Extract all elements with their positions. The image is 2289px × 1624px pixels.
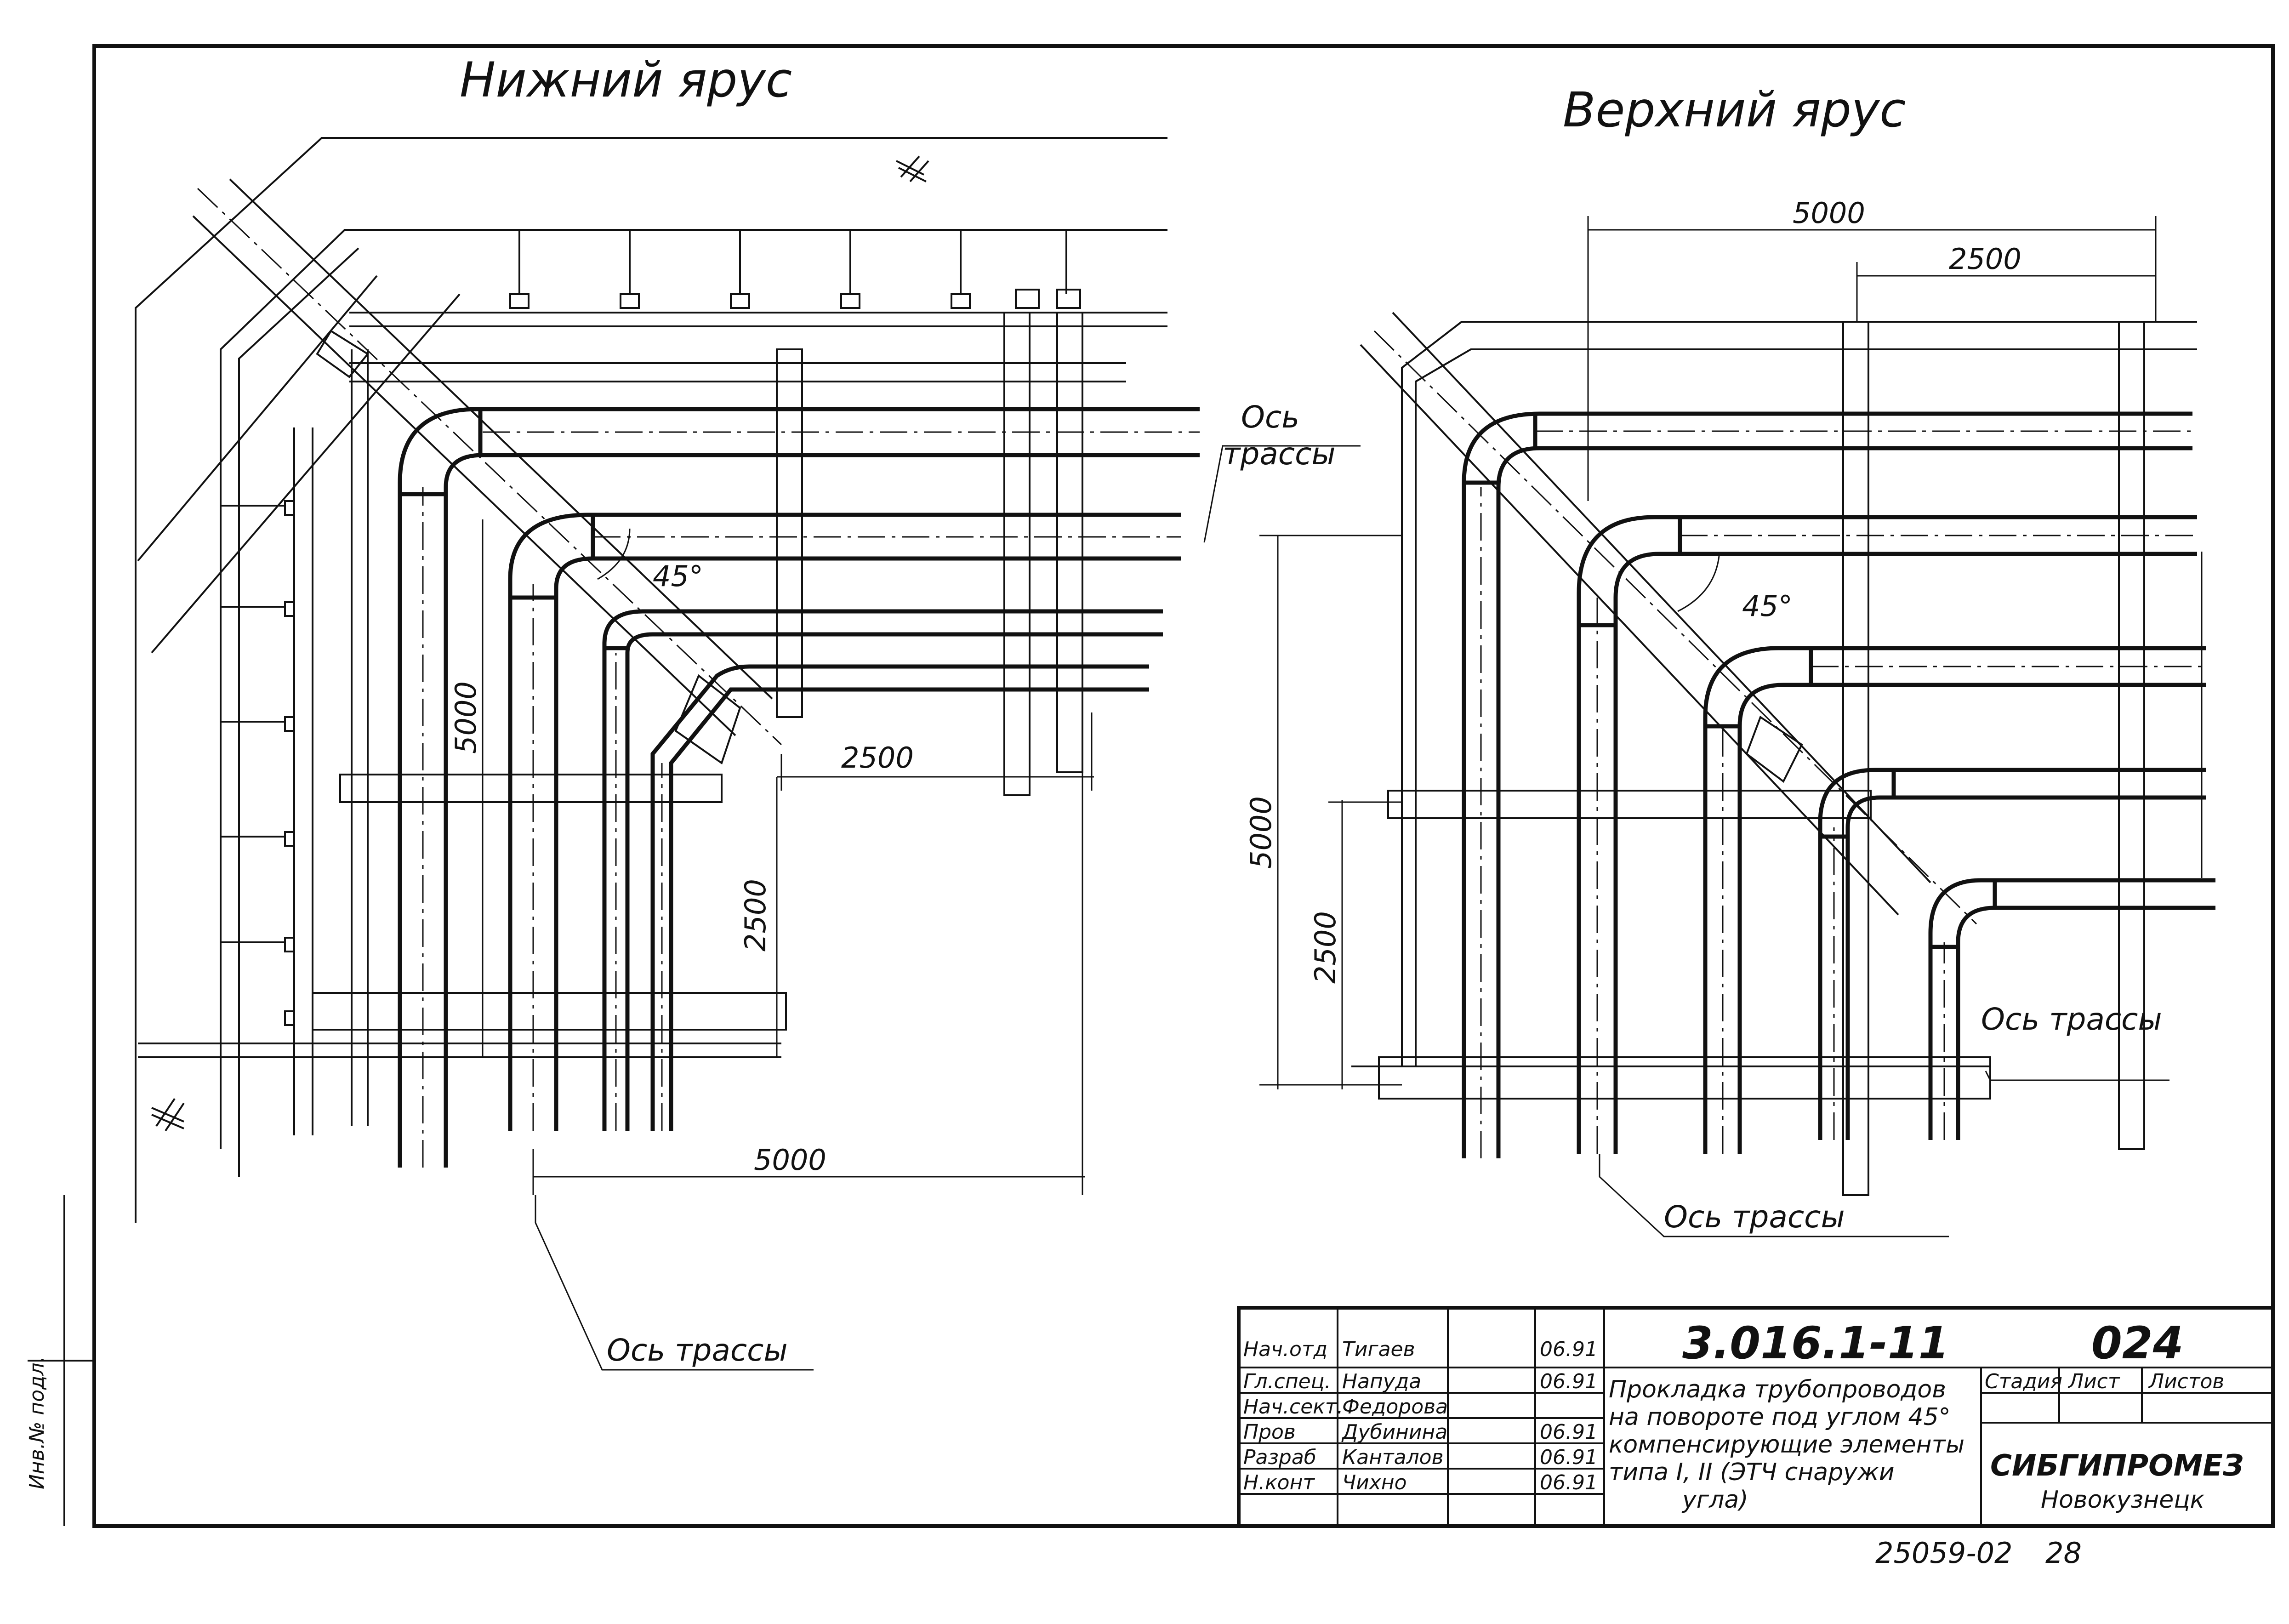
upper-dim-2500-h: 2500	[1949, 242, 2021, 276]
description-line-1: на повороте под углом 45°	[1609, 1403, 1951, 1431]
description-line-0: Прокладка трубопроводов	[1609, 1376, 1946, 1403]
lower-tier-title: Нижний ярус	[460, 52, 792, 108]
lower-dim-5000-v: 5000	[449, 681, 483, 754]
upper-dim-2500-v: 2500	[1309, 911, 1342, 984]
lower-route-axis-label-line1: Ось	[1241, 399, 1299, 435]
title-block-roles: Нач.отд Гл.спец. Нач.сект. Пров Разраб Н…	[1243, 1338, 1344, 1494]
lower-dim-2500-v: 2500	[739, 879, 772, 952]
date-4: 06.91	[1540, 1446, 1598, 1469]
role-4: Разраб	[1243, 1446, 1316, 1469]
title-block-description: Прокладка трубопроводов на повороте под …	[1609, 1376, 1964, 1514]
role-0: Нач.отд	[1243, 1338, 1327, 1361]
drawing-code: 3.016.1-11	[1682, 1317, 1949, 1369]
name-1: Напуда	[1342, 1370, 1421, 1393]
organization-city: Новокузнецк	[2041, 1486, 2205, 1514]
upper-route-axis-label-bottom: Ось трассы	[1664, 1199, 1845, 1235]
role-5: Н.конт	[1243, 1471, 1315, 1494]
upper-route-axis-label-right: Ось трассы	[1981, 1002, 2162, 1037]
upper-tier-title: Верхний ярус	[1563, 82, 1906, 138]
title-block-names: Тигаев Напуда Федорова Дубинина Канталов…	[1341, 1338, 1448, 1494]
upper-angle-label: 45°	[1742, 589, 1793, 623]
stage-header: Стадия	[1985, 1370, 2062, 1393]
description-line-2: компенсирующие элементы	[1609, 1431, 1964, 1459]
upper-dim-5000-h: 5000	[1793, 196, 1865, 230]
sheet-header: Лист	[2067, 1370, 2120, 1393]
title-block-dates: 06.91 06.91 06.91 06.91 06.91	[1540, 1338, 1598, 1494]
title-block	[1237, 1306, 2275, 1528]
description-line-3: типа I, II (ЭТЧ снаружи	[1609, 1459, 1895, 1486]
page-number: 28	[2045, 1536, 2082, 1570]
date-5: 06.91	[1540, 1471, 1598, 1494]
name-2: Федорова	[1342, 1395, 1448, 1419]
date-0: 06.91	[1540, 1338, 1598, 1361]
lower-angle-label: 45°	[653, 559, 703, 593]
sheet-code: 024	[2091, 1317, 2183, 1369]
organization-name: СИБГИПРОМЕЗ	[1990, 1449, 2243, 1483]
name-0: Тигаев	[1342, 1338, 1415, 1361]
role-2: Нач.сект.	[1243, 1395, 1344, 1419]
margin-inventory-note: Инв.№ подл.	[25, 1356, 49, 1489]
name-5: Чихно	[1342, 1471, 1407, 1494]
name-3: Дубинина	[1341, 1420, 1447, 1444]
upper-tier-plan	[1259, 216, 2215, 1237]
lower-tier-plan	[135, 137, 1361, 1371]
date-1: 06.91	[1540, 1370, 1598, 1393]
lower-dim-2500-h: 2500	[841, 741, 914, 775]
sheets-header: Листов	[2148, 1370, 2224, 1393]
lower-dim-5000-h: 5000	[754, 1143, 826, 1177]
role-3: Пров	[1243, 1420, 1296, 1444]
date-3: 06.91	[1540, 1420, 1598, 1444]
archive-number: 25059-02	[1875, 1536, 2013, 1570]
lower-route-axis-label: Ось трассы	[607, 1333, 788, 1368]
role-1: Гл.спец.	[1243, 1370, 1331, 1393]
name-4: Канталов	[1342, 1446, 1444, 1469]
description-line-4: угла)	[1681, 1486, 1748, 1514]
upper-dim-5000-v: 5000	[1244, 796, 1278, 869]
drawing-frame	[92, 44, 2275, 1528]
lower-route-axis-label-line2: трассы	[1223, 436, 1335, 472]
